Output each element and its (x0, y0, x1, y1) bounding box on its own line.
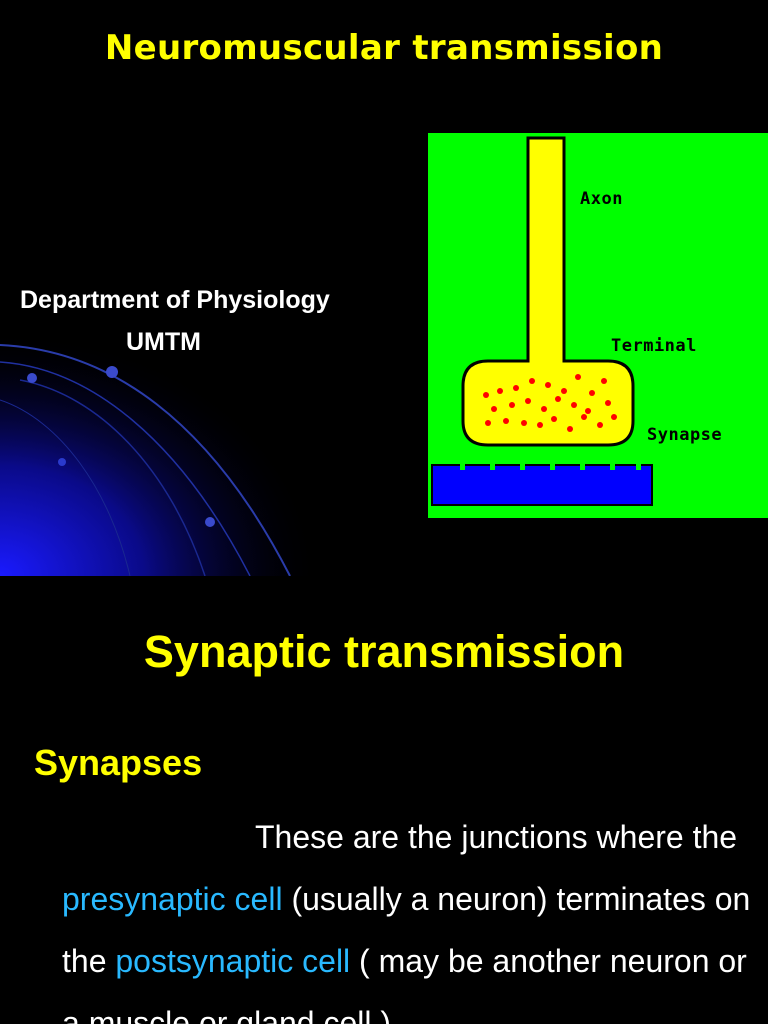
synaptic-vesicles (483, 374, 617, 432)
department-name: Department of Physiology (20, 286, 330, 314)
synapse-illustration (431, 136, 653, 506)
department-block: Department of Physiology UMTM (20, 279, 400, 363)
highlight-presynaptic: presynaptic cell (62, 881, 283, 917)
postsynaptic-membrane (431, 464, 653, 506)
paragraph-text: the (692, 819, 738, 855)
institution-name: UMTM (126, 328, 201, 356)
paragraph-text: (usually a neuron) terminates on the (62, 881, 751, 979)
receptors (460, 462, 641, 470)
slide-2: Synaptic transmission Synapses These are… (0, 576, 768, 1024)
slide-title: Synaptic transmission (143, 626, 625, 677)
paragraph-text: ( may be another neuron or a muscle or g… (62, 943, 747, 1024)
body-paragraph: These are the junctions where the presyn… (62, 806, 752, 1024)
label-terminal: Terminal (611, 336, 697, 356)
label-synapse: Synapse (647, 425, 723, 445)
axon-terminal-shape (461, 136, 635, 447)
highlight-postsynaptic: postsynaptic cell (115, 943, 351, 979)
slide-title: Neuromuscular transmission (104, 28, 664, 68)
synapse-diagram: Axon Terminal Synapse (428, 133, 768, 518)
slide-1: Neuromuscular transmission Department of… (0, 28, 768, 576)
subheading: Synapses (34, 742, 203, 783)
paragraph-intro: These are the junctions where (255, 819, 684, 855)
label-axon: Axon (580, 189, 623, 209)
background-decoration (0, 330, 320, 576)
